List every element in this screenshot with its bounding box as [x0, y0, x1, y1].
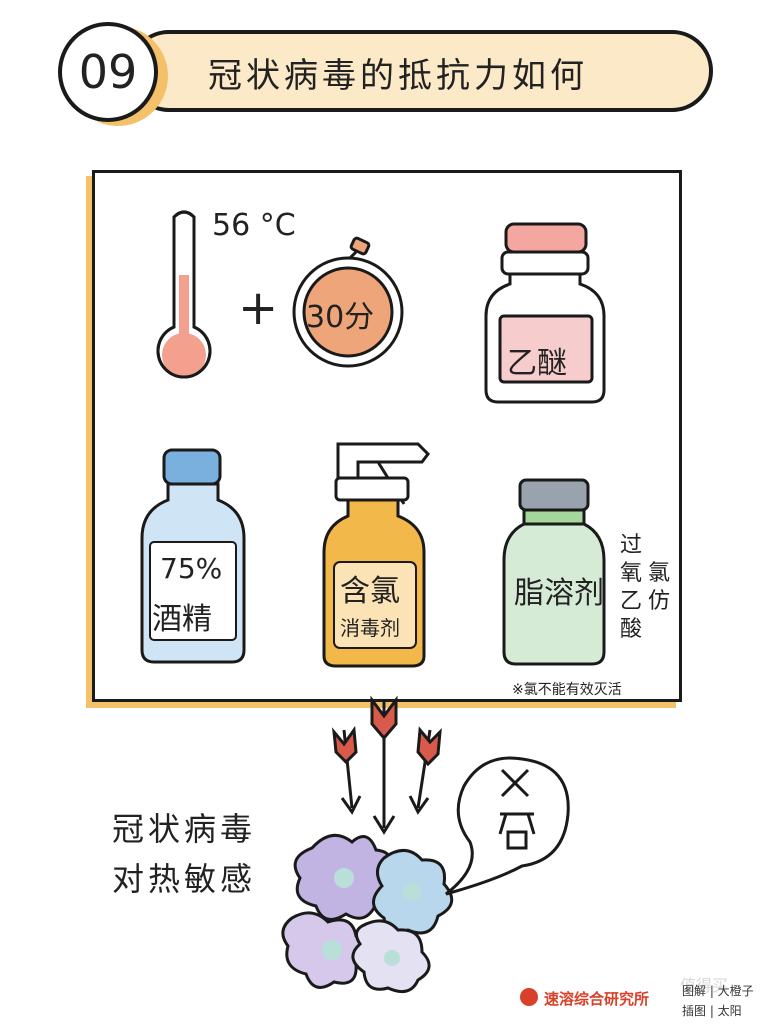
- temperature-label: 56 °C: [212, 208, 296, 243]
- page-title: 冠状病毒的抵抗力如何: [208, 56, 588, 96]
- sensitivity-line2: 对热敏感: [112, 860, 257, 898]
- ether-label: 乙醚: [507, 346, 567, 381]
- watermark: 值得买: [680, 976, 729, 995]
- credit-drawing: 插图 | 太阳: [682, 1004, 742, 1018]
- chlorine-note: ※氯不能有效灭活: [512, 682, 622, 698]
- virus-cluster-icon: [281, 833, 454, 994]
- brand-logo-icon: [520, 988, 538, 1006]
- chlorine-label-line1: 含氯: [340, 574, 400, 609]
- timer-icon: [292, 236, 404, 368]
- title-pill: [128, 30, 713, 112]
- virus-sensitivity-text: 冠状病毒 对热敏感: [112, 804, 256, 904]
- title-banner: 09 冠状病毒的抵抗力如何: [58, 22, 718, 122]
- credit-illustration: 图解 | 大橙子: [682, 984, 754, 998]
- alcohol-percent-label: 75%: [160, 552, 223, 585]
- section-number: 09: [58, 22, 158, 122]
- brand-name: 速溶综合研究所: [544, 990, 650, 1008]
- ghost-icon: [445, 756, 570, 896]
- peracetic-acid-label: 过氧乙酸: [620, 533, 643, 642]
- plus-sign: +: [238, 280, 279, 336]
- timer-label: 30分: [306, 300, 375, 335]
- alcohol-bottle-icon: [140, 448, 246, 664]
- alcohol-name-label: 酒精: [152, 602, 212, 637]
- spray-bottle-icon: [322, 442, 430, 668]
- arrows-icon: [332, 695, 442, 835]
- thermometer-icon: [156, 210, 212, 379]
- chlorine-label-line2: 消毒剂: [340, 616, 400, 640]
- lipid-solvent-bottle-icon: [502, 478, 606, 666]
- sensitivity-line1: 冠状病毒: [112, 810, 257, 848]
- lipid-solvent-label: 脂溶剂: [514, 576, 604, 611]
- ether-bottle-icon: [484, 222, 606, 404]
- chloroform-label: 氯仿: [648, 561, 671, 614]
